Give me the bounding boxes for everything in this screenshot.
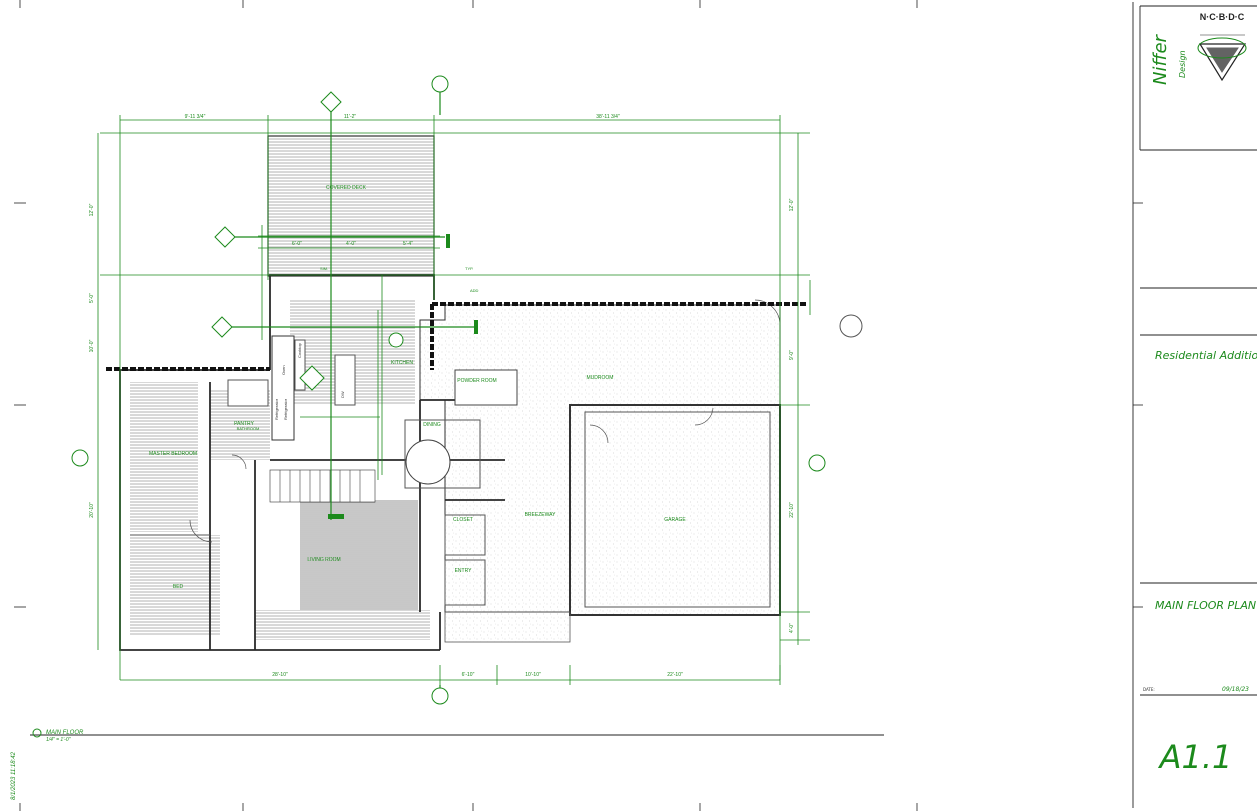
section-marker-bar	[474, 320, 478, 334]
room-label-bed: BED	[173, 584, 184, 590]
sheet-title: MAIN FLOOR PLAN	[1155, 599, 1256, 612]
sheet-border-ticks	[14, 0, 1143, 811]
living-room-floor-lower	[255, 610, 430, 640]
room-label-entry: ENTRY	[455, 568, 473, 574]
ncbdc-logo	[1197, 34, 1247, 82]
callout-add: ADD	[470, 288, 479, 293]
dim-inner-1: 4'-0"	[346, 241, 356, 247]
dim-right-0: 12'-0"	[789, 198, 795, 211]
entry-porch	[444, 611, 571, 643]
room-label-garage: GARAGE	[664, 517, 686, 523]
appliance-label: Refrigerator	[283, 398, 288, 420]
dim-top-1: 11'-2"	[344, 114, 357, 120]
room-label-closet: CLOSET	[453, 517, 473, 523]
dim-top-2: 38'-11 3/4"	[596, 114, 620, 120]
plan-title: MAIN FLOOR	[46, 730, 84, 736]
dim-right-1: 9'-0"	[789, 350, 795, 360]
title-block-frame	[1132, 2, 1257, 808]
garage-inner	[584, 411, 771, 608]
org-name: N·C·B·D·C	[1200, 12, 1245, 22]
dim-right-2: 22'-10"	[789, 502, 795, 518]
covered-deck-area	[267, 135, 435, 277]
room-label-living-room: LIVING ROOM	[307, 557, 340, 563]
dim-inner-2: 5'-4"	[403, 241, 413, 247]
dim-left-2: 10'-0"	[89, 339, 95, 352]
room-label-covered-deck: COVERED DECK	[326, 185, 367, 191]
section-marker-bar	[328, 514, 344, 519]
stairs	[269, 469, 376, 503]
callout-typ: TYP.	[465, 266, 473, 271]
room-label-mudroom: MUDROOM	[587, 375, 614, 381]
dim-bottom-1: 6'-10"	[462, 672, 475, 678]
bed-floor	[130, 535, 220, 635]
date-stamp: 8/1/2023 11:18:42	[11, 751, 17, 800]
room-label-powder-room: POWDER ROOM	[457, 378, 496, 384]
dimension-lines	[97, 115, 811, 685]
project-name: Residential Addition	[1155, 349, 1257, 362]
dim-left-1: 5'-0"	[89, 293, 95, 303]
section-marker-bar	[446, 234, 450, 248]
existing-wall-lines	[106, 302, 806, 371]
firm-sub: Design	[1178, 50, 1187, 78]
room-label-breezeway: BREEZEWAY	[525, 512, 557, 518]
room-label-pantry: PANTRY	[234, 421, 254, 427]
plan-title-marker	[32, 728, 42, 738]
dim-bottom-2: 10'-10"	[525, 672, 541, 678]
dim-inner-0: 6'-0"	[292, 241, 302, 247]
room-label-bathroom: BATHROOM	[237, 426, 260, 431]
appliance-label: Refrigerator	[274, 398, 279, 420]
issue-label: DATE:	[1143, 687, 1155, 692]
dim-bottom-0: 28'-10"	[272, 672, 288, 678]
issue-value: 09/18/23	[1222, 686, 1249, 693]
north-arrow-circle	[839, 314, 863, 338]
dim-top-0: 9'-11 3/4"	[185, 114, 206, 120]
dim-left-3: 20'-10"	[89, 502, 95, 518]
living-room-floor	[300, 500, 418, 610]
dim-right-3: 4'-0"	[789, 623, 795, 633]
garage-slab	[569, 404, 781, 616]
room-label-kitchen: KITCHEN	[391, 360, 413, 366]
sheet-number: A1.1	[1158, 738, 1233, 776]
appliance-label: Cooktop	[297, 342, 302, 358]
room-label-dining: DINING	[423, 422, 441, 428]
callout-sim: SIM.	[320, 266, 328, 271]
appliance-label: Oven	[281, 365, 286, 375]
room-label-master-bedroom: MASTER BEDROOM	[149, 451, 197, 457]
master-bedroom-floor	[130, 382, 198, 532]
dim-left-0: 12'-0"	[89, 203, 95, 216]
dim-bottom-3: 22'-10"	[667, 672, 683, 678]
appliance-label: DW	[340, 391, 345, 398]
interior-walls	[130, 335, 518, 606]
firm-name: Niffer	[1150, 33, 1171, 85]
floor-plan	[71, 75, 863, 705]
plan-scale: 1/4" = 1'-0"	[46, 737, 71, 743]
elevation-markers	[71, 75, 826, 705]
